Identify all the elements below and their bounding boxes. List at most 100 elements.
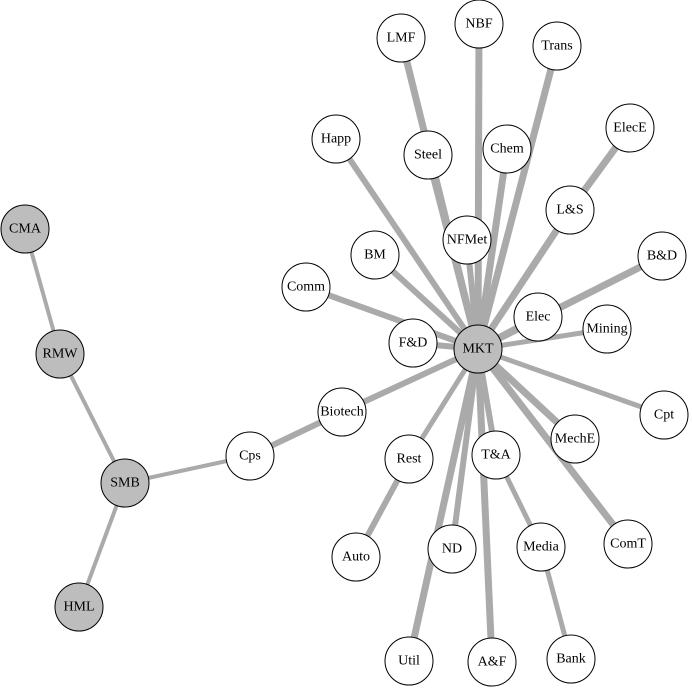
edge-nbf-mkt	[474, 23, 483, 350]
node-circle-bm	[350, 230, 400, 280]
node-b-and-d: B&D	[637, 231, 687, 281]
node-label-cpt: Cpt	[654, 408, 674, 423]
node-rmw: RMW	[35, 329, 85, 379]
node-circle-happ	[311, 114, 361, 164]
edge-chem-mkt	[474, 148, 511, 350]
node-circle-rest	[384, 434, 434, 484]
node-bm: BM	[350, 230, 400, 280]
node-biotech: Biotech	[317, 387, 367, 437]
edge-util-mkt	[405, 348, 482, 662]
node-circle-smb	[100, 458, 150, 508]
edge-happ-mkt	[333, 137, 481, 351]
node-circle-elece	[605, 103, 655, 153]
node-chem: Chem	[482, 124, 532, 174]
node-circle-auto	[331, 532, 381, 582]
node-mkt: MKT	[453, 324, 503, 374]
node-circle-mining	[582, 304, 632, 354]
node-circle-meche	[550, 414, 600, 464]
node-label-mining: Mining	[586, 322, 627, 337]
node-cpt: Cpt	[639, 390, 689, 440]
node-comt: ComT	[603, 519, 653, 569]
node-circle-l-and-s	[545, 185, 595, 235]
node-label-rmw: RMW	[43, 347, 79, 362]
node-t-and-a: T&A	[471, 430, 521, 480]
node-circle-comt	[603, 519, 653, 569]
node-circle-biotech	[317, 387, 367, 437]
node-circle-b-and-d	[637, 231, 687, 281]
node-f-and-d: F&D	[388, 318, 438, 368]
node-label-hml: HML	[63, 600, 94, 615]
node-circle-cps	[225, 431, 275, 481]
node-circle-util	[384, 636, 434, 686]
node-circle-mkt	[453, 324, 503, 374]
node-label-bm: BM	[364, 248, 386, 263]
node-hml: HML	[54, 582, 104, 632]
node-label-comt: ComT	[610, 537, 646, 552]
node-label-cps: Cps	[239, 449, 261, 464]
node-label-a-and-f: A&F	[478, 655, 507, 670]
node-cma: CMA	[0, 204, 50, 254]
node-circle-trans	[532, 21, 582, 71]
node-steel: Steel	[403, 130, 453, 180]
node-a-and-f: A&F	[467, 637, 517, 687]
node-comm: Comm	[281, 262, 331, 312]
node-label-mkt: MKT	[462, 342, 494, 357]
node-label-smb: SMB	[110, 476, 140, 491]
node-circle-a-and-f	[467, 637, 517, 687]
node-label-rest: Rest	[397, 452, 422, 467]
node-circle-t-and-a	[471, 430, 521, 480]
node-elec: Elec	[513, 292, 563, 342]
node-label-bank: Bank	[556, 652, 586, 667]
node-circle-nfmet	[442, 215, 492, 265]
edge-biotech-mkt	[340, 346, 480, 415]
edge-comm-mkt	[304, 284, 480, 352]
node-l-and-s: L&S	[545, 185, 595, 235]
node-label-auto: Auto	[342, 550, 370, 565]
node-auto: Auto	[331, 532, 381, 582]
node-circle-comm	[281, 262, 331, 312]
node-circle-chem	[482, 124, 532, 174]
node-meche: MechE	[550, 414, 600, 464]
node-lmf: LMF	[376, 13, 426, 63]
node-media: Media	[516, 522, 566, 572]
node-label-comm: Comm	[287, 280, 325, 295]
node-label-happ: Happ	[321, 132, 351, 147]
node-label-t-and-a: T&A	[481, 448, 511, 463]
node-circle-hml	[54, 582, 104, 632]
node-mining: Mining	[582, 304, 632, 354]
node-label-biotech: Biotech	[320, 405, 364, 420]
node-circle-cpt	[639, 390, 689, 440]
edge-l-and-s-mkt	[475, 208, 573, 351]
node-label-meche: MechE	[555, 432, 595, 447]
edge-trans-mkt	[474, 45, 561, 350]
node-label-chem: Chem	[490, 142, 524, 157]
node-label-cma: CMA	[9, 222, 42, 237]
node-circle-steel	[403, 130, 453, 180]
node-label-l-and-s: L&S	[556, 203, 583, 218]
node-circle-media	[516, 522, 566, 572]
node-label-lmf: LMF	[387, 31, 416, 46]
node-label-nfmet: NFMet	[447, 233, 488, 248]
node-label-f-and-d: F&D	[399, 336, 428, 351]
node-happ: Happ	[311, 114, 361, 164]
node-label-nbf: NBF	[465, 17, 492, 32]
node-label-steel: Steel	[414, 148, 442, 163]
node-label-trans: Trans	[541, 39, 572, 54]
node-elece: ElecE	[605, 103, 655, 153]
node-circle-f-and-d	[388, 318, 438, 368]
node-trans: Trans	[532, 21, 582, 71]
node-circle-cma	[0, 204, 50, 254]
node-circle-nd	[427, 524, 477, 574]
node-label-util: Util	[398, 654, 420, 669]
node-circle-bank	[546, 634, 596, 684]
node-label-elec: Elec	[526, 310, 551, 325]
node-util: Util	[384, 636, 434, 686]
node-label-media: Media	[523, 540, 560, 555]
node-circle-nbf	[454, 0, 504, 49]
node-nfmet: NFMet	[442, 215, 492, 265]
node-smb: SMB	[100, 458, 150, 508]
node-cps: Cps	[225, 431, 275, 481]
edge-cpt-mkt	[477, 346, 665, 418]
node-circle-rmw	[35, 329, 85, 379]
